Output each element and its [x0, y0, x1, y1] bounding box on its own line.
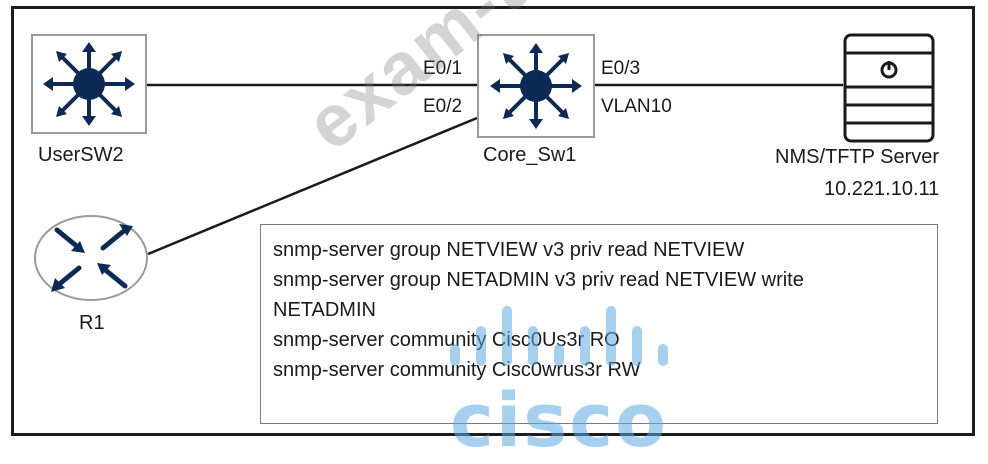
config-line: snmp-server community Cisc0wrus3r RW — [273, 359, 641, 381]
layer3-switch-icon — [477, 34, 595, 138]
layer3-switch-icon — [31, 34, 147, 134]
port-e0-1: E0/1 — [423, 58, 463, 79]
server-icon — [843, 33, 935, 143]
core-sw1-label: Core_Sw1 — [483, 144, 577, 166]
link-lines — [146, 83, 843, 256]
config-line: snmp-server group NETADMIN v3 priv read … — [273, 269, 804, 291]
link-r1-core — [147, 116, 478, 256]
router-icon — [34, 215, 148, 301]
snmp-config-box: snmp-server group NETVIEW v3 priv read N… — [260, 224, 938, 424]
core-sw1-device — [477, 34, 595, 143]
r1-label: R1 — [79, 312, 105, 334]
config-line: snmp-server group NETVIEW v3 priv read N… — [273, 239, 745, 261]
vlan-label: VLAN10 — [601, 96, 672, 117]
config-line: snmp-server community Cisc0Us3r RO — [273, 329, 620, 351]
usersw2-label: UserSW2 — [38, 144, 124, 166]
server-ip: 10.221.10.11 — [824, 178, 940, 200]
r1-device — [33, 214, 149, 307]
port-e0-3: E0/3 — [601, 58, 641, 79]
server-label: NMS/TFTP Server — [775, 146, 940, 168]
usersw2-device — [31, 34, 147, 139]
diagram-frame — [11, 6, 975, 436]
nms-server-device — [843, 33, 935, 148]
port-e0-2: E0/2 — [423, 96, 463, 117]
config-line: NETADMIN — [273, 299, 376, 321]
